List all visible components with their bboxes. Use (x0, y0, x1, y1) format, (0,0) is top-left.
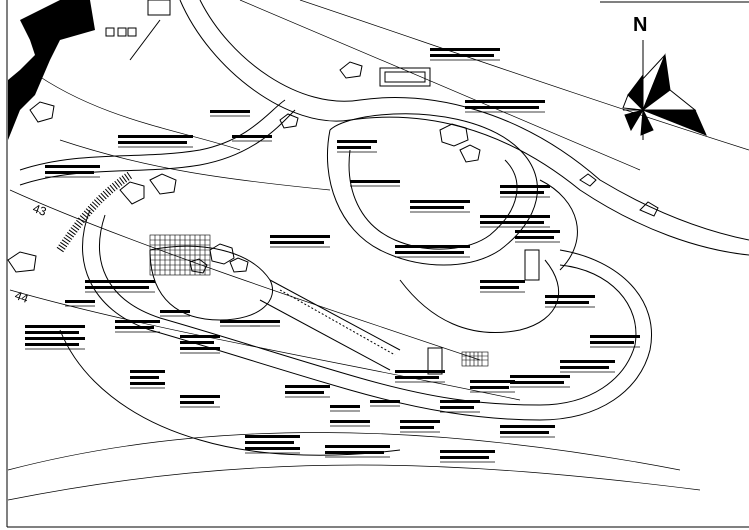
annotation-text-block (325, 451, 384, 454)
annotation-text-block (440, 400, 480, 403)
annotation-text-block (115, 326, 154, 329)
annotation-text-block (130, 370, 165, 373)
annotation-text-block (25, 325, 85, 328)
annotation-text-block (480, 215, 550, 218)
annotation-text-block (25, 331, 79, 334)
annotation-text-block (500, 185, 550, 188)
annotation-text-block (480, 286, 519, 289)
annotation-text-block (270, 235, 330, 238)
contour-lines (7, 0, 749, 501)
annotation-text-block (440, 406, 474, 409)
annotation-text-block (250, 320, 280, 323)
annotation-text-block (590, 341, 634, 344)
annotation-text-block (210, 110, 250, 113)
annotation-text-block (330, 405, 360, 408)
annotation-text-block (545, 295, 595, 298)
annotation-text-block (560, 366, 609, 369)
annotation-text-block (232, 135, 272, 138)
annotation-text-block (337, 140, 377, 143)
annotation-text-block (395, 245, 470, 248)
annotation-text-block (180, 347, 220, 350)
annotation-text-block (180, 395, 220, 398)
annotation-text-block (118, 135, 193, 138)
main-road (179, 0, 749, 256)
annotation-text-block (130, 382, 165, 385)
annotation-text-block (330, 420, 370, 423)
annotation-text-block (410, 200, 470, 203)
annotation-text-block (337, 146, 371, 149)
building (105, 0, 540, 375)
annotation-text-block (470, 386, 509, 389)
annotation-text-block (400, 420, 440, 423)
annotation-text-block (515, 230, 560, 233)
annotation-text-block (45, 165, 100, 168)
annotation-text-block (85, 280, 155, 283)
annotation-text-block (440, 456, 489, 459)
annotation-text-block (180, 335, 220, 338)
annotation-text-block (410, 206, 464, 209)
north-label: N (633, 14, 648, 36)
annotation-text-block (500, 431, 549, 434)
annotation-text-block (395, 370, 445, 373)
annotation-text-block (180, 401, 214, 404)
north-arrow-icon (622, 40, 707, 140)
annotation-labels (25, 48, 640, 463)
annotation-text-block (465, 106, 539, 109)
annotation-text-block (510, 375, 570, 378)
annotation-text-block (400, 426, 434, 429)
annotation-text-block (180, 341, 214, 344)
annotation-text-block (220, 320, 260, 323)
annotation-text-block (500, 191, 544, 194)
annotation-text-block (395, 251, 464, 254)
annotation-text-block (118, 141, 187, 144)
annotation-text-block (270, 241, 324, 244)
annotation-text-block (440, 450, 495, 453)
annotation-text-block (25, 337, 85, 340)
annotation-text-block (465, 100, 545, 103)
annotation-text-block (25, 343, 79, 346)
annotation-text-block (370, 400, 400, 403)
annotation-text-block (515, 236, 554, 239)
annotation-text-block (350, 180, 400, 183)
annotation-text-block (160, 310, 190, 313)
annotation-text-block (285, 391, 324, 394)
annotation-text-block (480, 280, 525, 283)
annotation-text-block (560, 360, 615, 363)
annotation-text-block (545, 301, 589, 304)
annotation-text-block (85, 286, 149, 289)
annotation-text-block (590, 335, 640, 338)
annotation-text-block (470, 380, 515, 383)
annotation-text-block (500, 425, 555, 428)
annotation-text-block (325, 445, 390, 448)
annotation-text-block (245, 441, 294, 444)
building-hatched (8, 0, 95, 140)
boardwalk (56, 171, 401, 371)
annotation-text-block (395, 376, 439, 379)
annotation-text-block (115, 320, 160, 323)
annotation-text-block (480, 221, 544, 224)
garden-paths (19, 99, 652, 456)
annotation-text-block (65, 300, 95, 303)
annotation-text-block (245, 435, 300, 438)
paving-grid (149, 234, 489, 367)
annotation-text-block (245, 447, 300, 450)
rocks (7, 61, 659, 274)
annotation-text-block (510, 381, 564, 384)
annotation-text-block (430, 48, 500, 51)
annotation-text-block (430, 54, 494, 57)
annotation-text-block (285, 385, 330, 388)
annotation-text-block (45, 171, 94, 174)
annotation-text-block (130, 376, 159, 379)
